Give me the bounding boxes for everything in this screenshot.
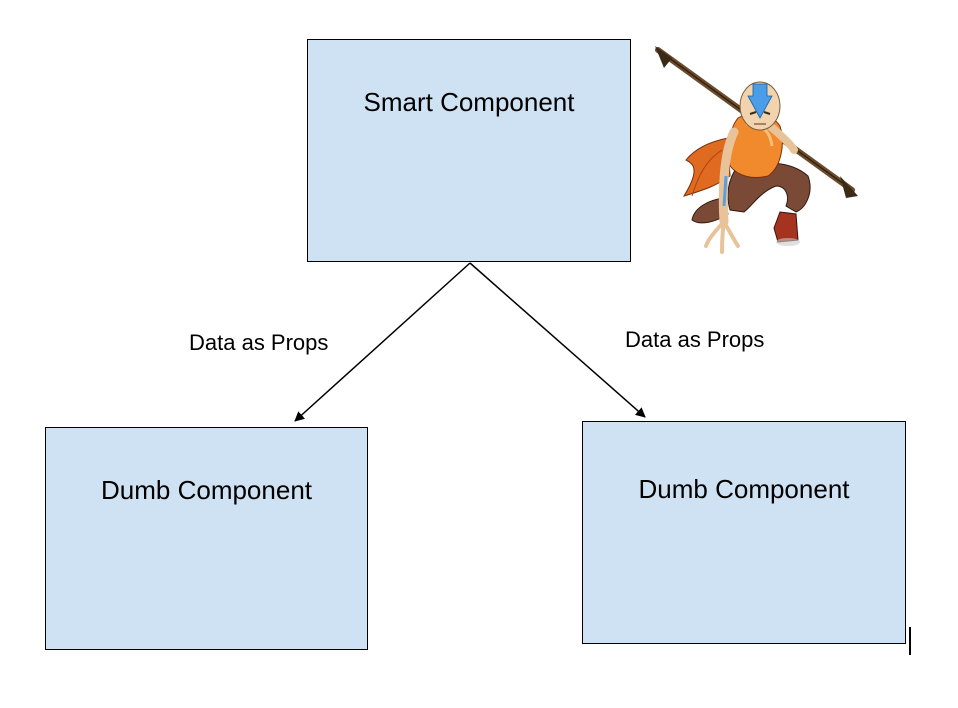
dumb-component-label-right: Dumb Component [638, 474, 850, 504]
dumb-component-node-right[interactable]: Dumb Component [582, 421, 906, 644]
text-cursor [909, 627, 911, 655]
dumb-component-node-left[interactable]: Dumb Component [45, 427, 368, 650]
arrow-smart-to-dumb-right [469, 262, 646, 418]
edge-label-left: Data as Props [189, 330, 329, 355]
aang-illustration [655, 46, 858, 254]
arrow-smart-to-dumb-left [294, 262, 471, 422]
smart-component-label: Smart Component [363, 87, 575, 117]
dumb-component-label-left: Dumb Component [101, 475, 312, 505]
edge-label-right: Data as Props [625, 327, 765, 352]
smart-component-node[interactable]: Smart Component [307, 39, 631, 262]
